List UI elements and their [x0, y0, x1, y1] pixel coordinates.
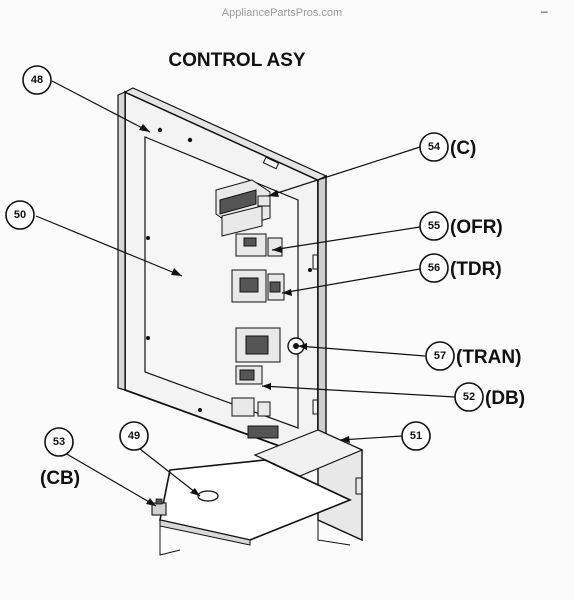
callout-55: 55: [419, 211, 449, 241]
svg-text:51: 51: [410, 430, 422, 442]
svg-text:49: 49: [128, 430, 140, 442]
svg-text:50: 50: [14, 209, 26, 221]
svg-text:54: 54: [428, 141, 441, 153]
callout-51: 51: [401, 421, 431, 451]
svg-text:56: 56: [428, 262, 440, 274]
callout-57-code: (TRAN): [456, 347, 521, 368]
diagram-title: CONTROL ASY: [168, 50, 306, 71]
callout-52: 52: [454, 382, 484, 412]
svg-text:53: 53: [53, 436, 65, 448]
leader-lines: [35, 80, 456, 507]
corner-dash-mark: –: [541, 4, 548, 18]
svg-text:57: 57: [434, 350, 446, 362]
callout-49: 49: [119, 421, 149, 451]
time-delay-relay-component: [231, 269, 285, 303]
callout-50: 50: [5, 200, 35, 230]
callout-56-code: (TDR): [450, 259, 502, 280]
callout-53-code: (CB): [40, 468, 80, 489]
cover-plate: [159, 459, 353, 556]
contactor-component: [215, 179, 271, 237]
bottom-bracket: [253, 428, 364, 542]
svg-text:55: 55: [428, 220, 440, 232]
callout-56: 56: [419, 253, 449, 283]
lower-terminal-block: [231, 397, 279, 439]
defrost-board-component: [235, 365, 263, 385]
callout-52-code: (DB): [485, 388, 525, 409]
control-panel-back-plate: [117, 87, 328, 462]
callout-55-code: (OFR): [450, 217, 503, 238]
watermark-text: AppliancePartsPros.com: [222, 7, 342, 19]
callout-48: 48: [22, 65, 52, 95]
callout-54-code: (C): [450, 138, 476, 159]
callout-54: 54: [419, 132, 449, 162]
callout-57: 57: [425, 341, 455, 371]
svg-text:52: 52: [463, 391, 475, 403]
transformer-component: [235, 327, 305, 363]
svg-text:48: 48: [31, 74, 43, 86]
overload-relay-component: [235, 233, 283, 257]
callout-53: 53: [44, 427, 74, 457]
